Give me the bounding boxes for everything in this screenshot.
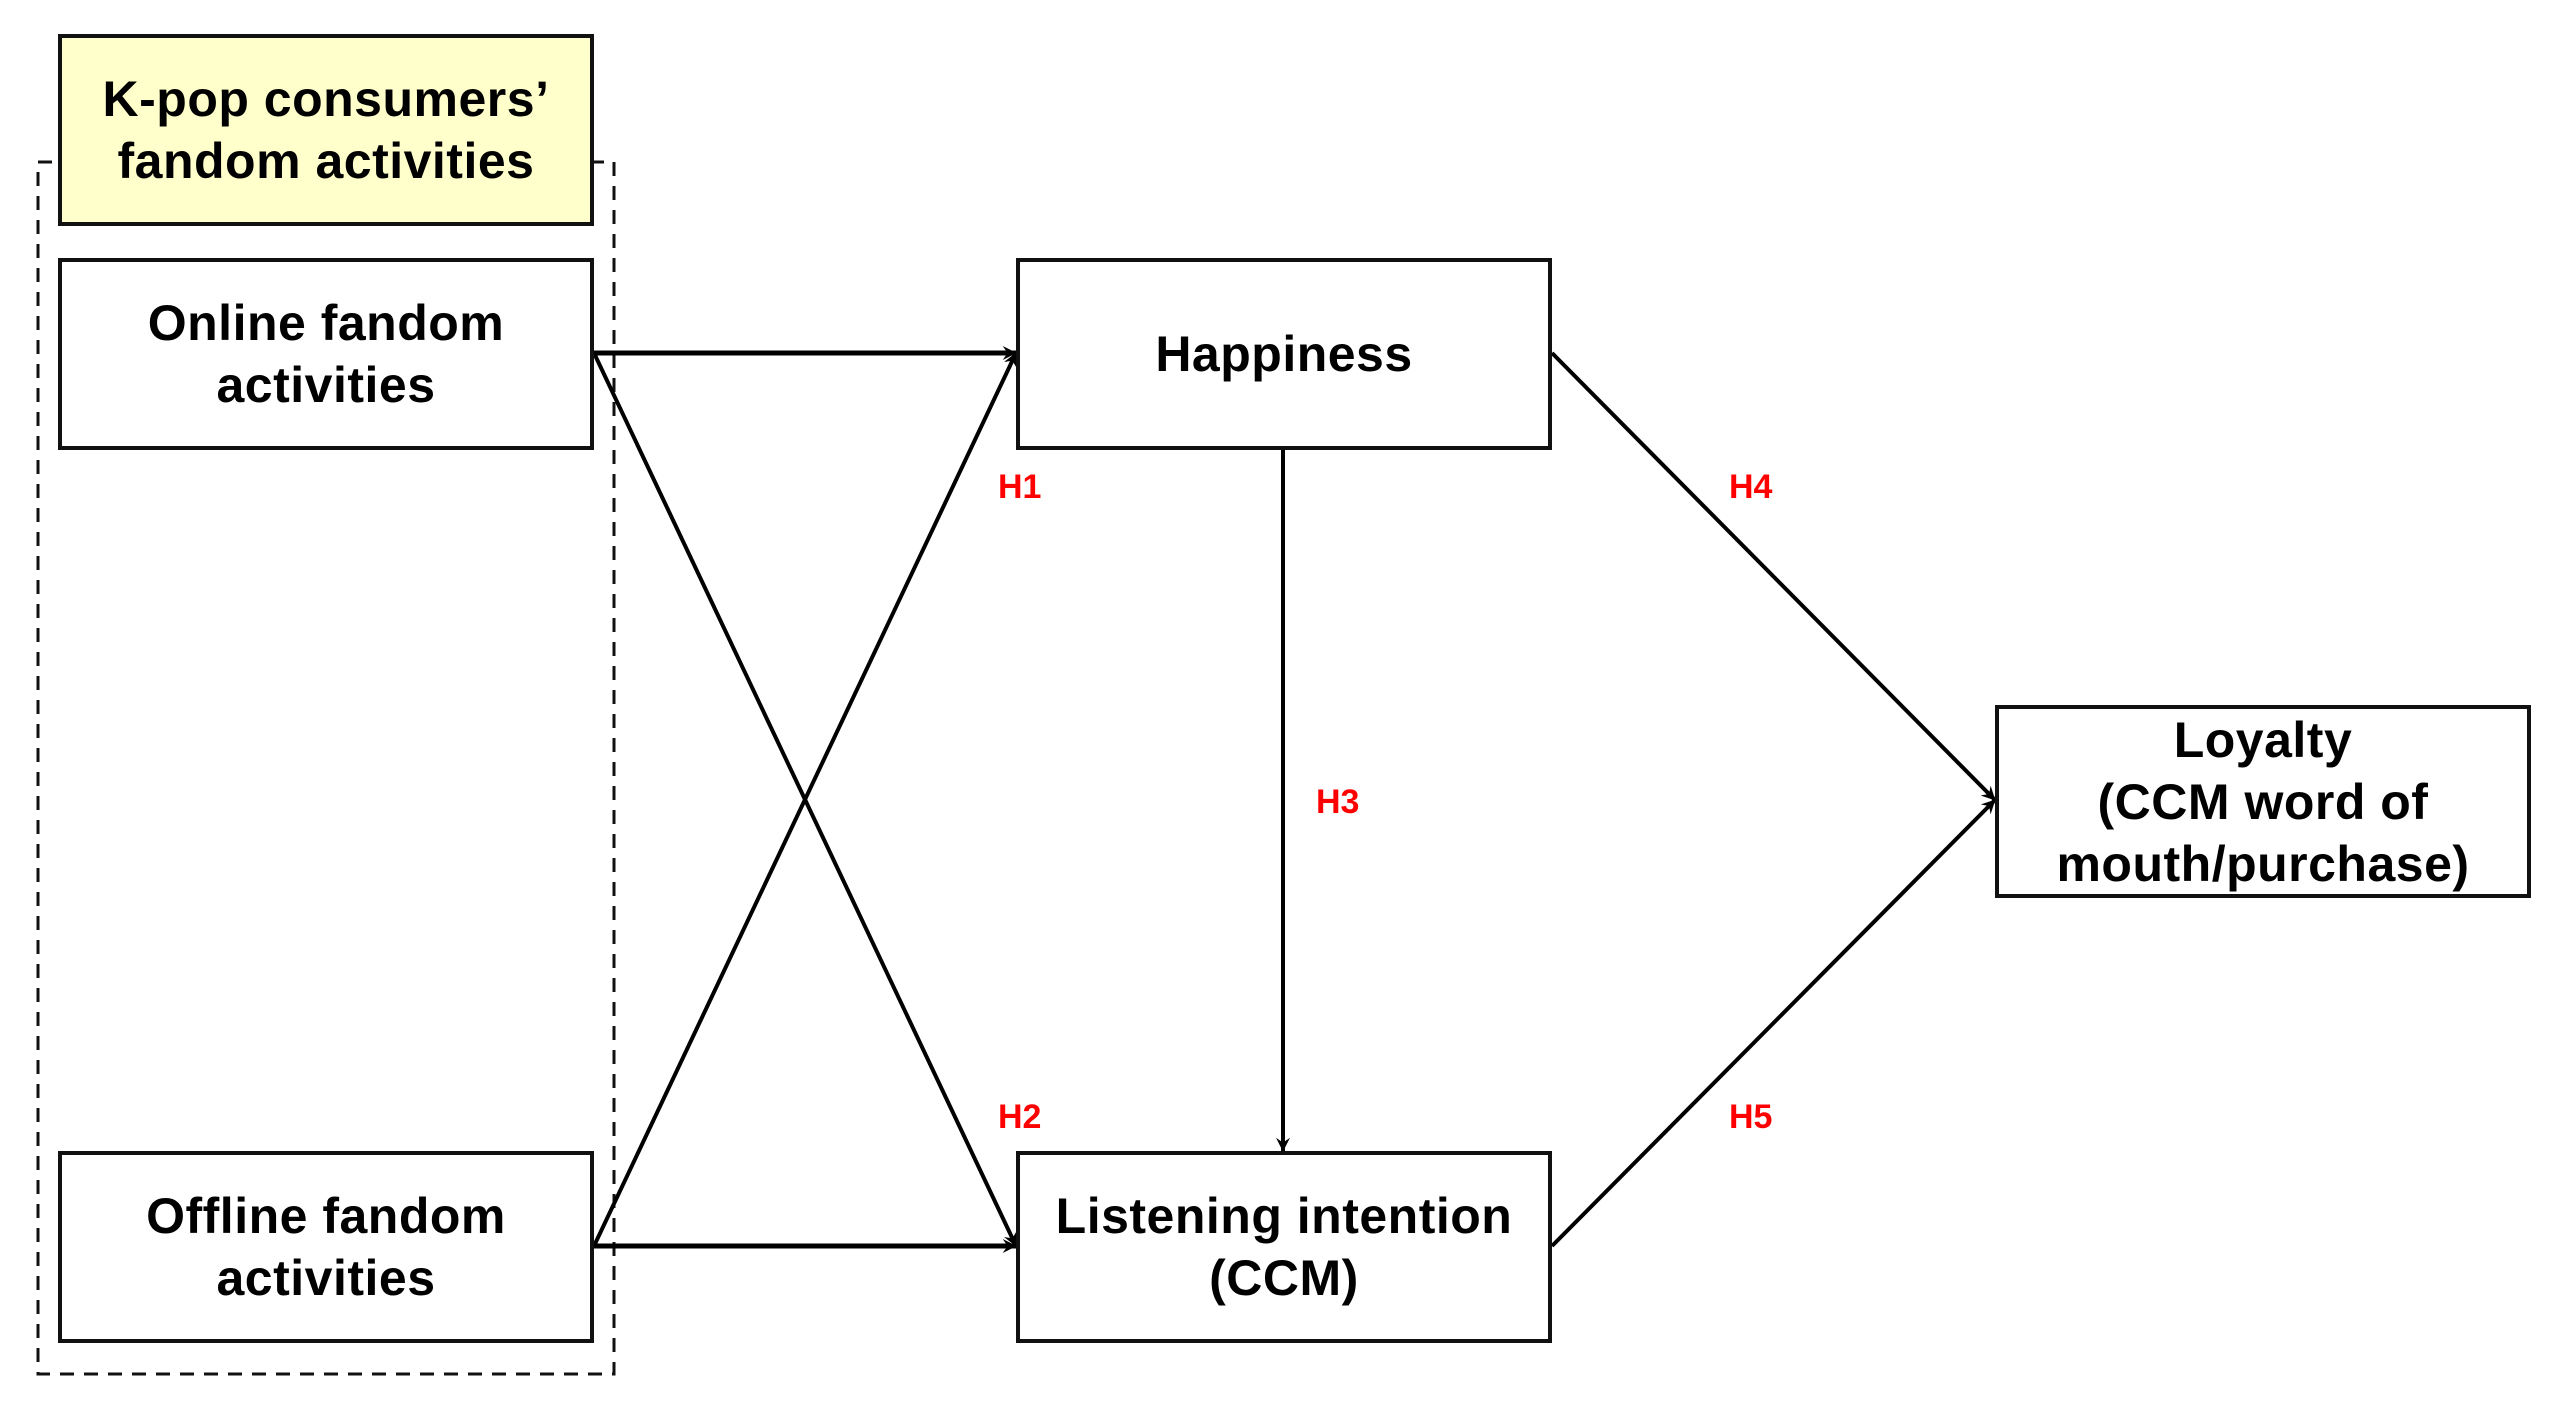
node-loyalty-label-3: mouth/purchase) <box>2056 835 2470 892</box>
hypothesis-label-h3: H3 <box>1316 783 1360 821</box>
hypothesis-label-h4: H4 <box>1729 468 1773 506</box>
edge-listening-to-loyalty-arrow <box>1550 798 1997 1248</box>
node-offline-label-2: activities <box>216 1250 436 1306</box>
hypothesis-label-h5: H5 <box>1729 1098 1773 1136</box>
edge-online-to-listening-arrow <box>592 352 1018 1247</box>
node-offline-label-1: Offline fandom <box>146 1188 506 1244</box>
node-listening-label-1: Listening intention <box>1055 1188 1513 1244</box>
hypothesis-label-h1: H1 <box>998 468 1042 506</box>
node-happiness: Happiness <box>1016 258 1552 450</box>
node-loyalty-label-2: (CCM word of <box>2097 773 2429 830</box>
node-online-label-1: Online fandom <box>147 295 505 351</box>
node-happiness-label: Happiness <box>1155 326 1413 382</box>
node-listening-label-2: (CCM) <box>1209 1250 1359 1306</box>
group-title-box: K-pop consumers’ fandom activities <box>58 34 594 226</box>
hypothesis-label-h2: H2 <box>998 1098 1042 1136</box>
edges <box>592 346 1997 1253</box>
group-title-line-2: fandom activities <box>117 133 535 189</box>
group-title-line-1: K-pop consumers’ <box>102 71 550 127</box>
node-offline-fandom: Offline fandom activities <box>58 1151 594 1343</box>
edge-happiness-to-loyalty-arrow <box>1550 351 1997 802</box>
node-loyalty: Loyalty (CCM word of mouth/purchase) <box>1995 705 2531 898</box>
node-online-fandom: Online fandom activities <box>58 258 594 450</box>
node-online-label-2: activities <box>216 357 436 413</box>
node-loyalty-label-1: Loyalty <box>2173 711 2353 768</box>
node-listening-intention: Listening intention (CCM) <box>1016 1151 1552 1343</box>
